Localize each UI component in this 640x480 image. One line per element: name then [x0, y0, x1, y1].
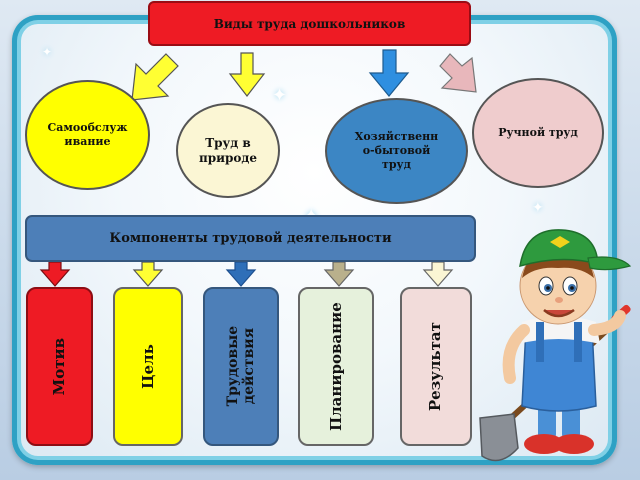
component-goal: Цель [113, 287, 183, 446]
type-label: Хозяйственн о-бытовой труд [354, 130, 439, 171]
type-label: Ручной труд [498, 126, 578, 140]
type-label: Самообслуж ивание [47, 121, 128, 148]
component-label: Результат [426, 321, 445, 412]
component-result: Результат [400, 287, 472, 446]
component-label: Планирование [326, 302, 345, 431]
components-header: Компоненты трудовой деятельности [25, 215, 476, 262]
component-label: Цель [138, 344, 157, 389]
component-motive: Мотив [26, 287, 93, 446]
component-planning: Планирование [298, 287, 374, 446]
diagram-title: Виды труда дошкольников [148, 1, 471, 46]
type-self-service: Самообслуж ивание [25, 80, 150, 190]
type-nature-work: Труд в природе [176, 103, 280, 198]
component-label: Мотив [49, 337, 68, 396]
component-label: Трудовые действия [224, 326, 258, 407]
type-label: Труд в природе [198, 135, 258, 165]
type-manual-work: Ручной труд [472, 78, 604, 188]
type-household-work: Хозяйственн о-бытовой труд [325, 98, 468, 204]
component-work-actions: Трудовые действия [203, 287, 279, 446]
